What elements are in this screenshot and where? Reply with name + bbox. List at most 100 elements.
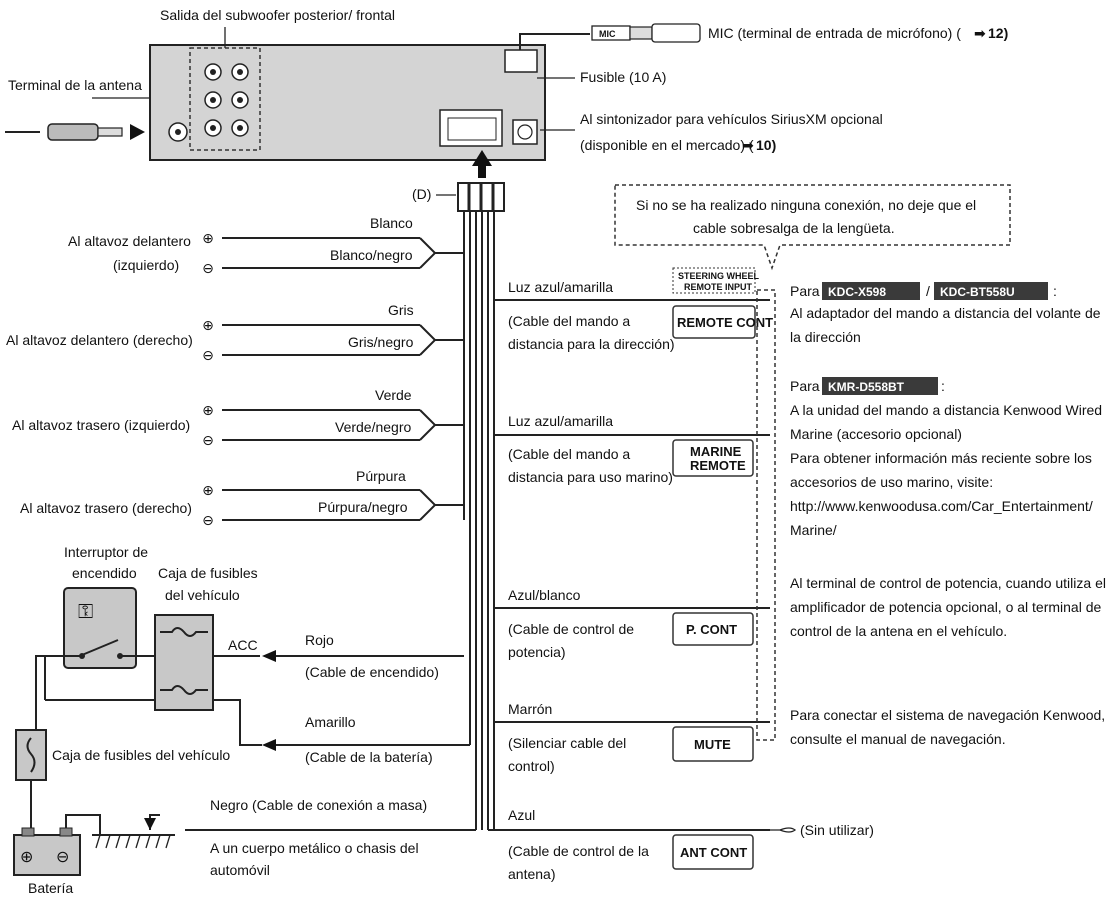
- wire-desc1: (Cable de control de: [508, 621, 634, 637]
- sirius-port: [512, 119, 538, 145]
- main-connector: [439, 109, 503, 147]
- callout-bubble: [614, 184, 1011, 271]
- plus-icon: ⊕: [202, 317, 214, 333]
- tag2: REMOTE: [690, 458, 746, 473]
- ignition-switch: ⚿: [63, 587, 137, 669]
- wire-desc2: distancia para la dirección): [508, 336, 675, 352]
- wire-color: Marrón: [508, 701, 552, 717]
- note4-line2: consulte el manual de navegación.: [790, 731, 1006, 747]
- speaker-label: Al altavoz trasero (derecho): [20, 500, 192, 516]
- tag: ANT CONT: [680, 845, 747, 860]
- note2-line4: accesorios de uso marino, visite:: [790, 474, 993, 490]
- rca-jacks: [204, 63, 249, 137]
- note1-para: Para: [790, 283, 820, 299]
- plus-icon: ⊕: [202, 482, 214, 498]
- speaker-label: Al altavoz trasero (izquierdo): [12, 417, 190, 433]
- red-wire-label: Rojo: [305, 632, 334, 648]
- wire-desc2: potencia): [508, 644, 566, 660]
- wire-desc2: control): [508, 758, 555, 774]
- speaker-label-2: (izquierdo): [113, 257, 179, 273]
- black-wire-label: Negro (Cable de conexión a masa): [210, 797, 427, 813]
- colon: :: [1053, 283, 1057, 299]
- note2-line6: Marine/: [790, 522, 837, 538]
- fusebox-label2: del vehículo: [165, 587, 240, 603]
- callout-line2: cable sobresalga de la lengüeta.: [693, 220, 895, 236]
- acc-label: ACC: [228, 637, 258, 653]
- callout-line1: Si no se ha realizado ninguna conexión, …: [636, 197, 976, 213]
- fusebox-label1: Caja de fusibles: [158, 565, 258, 581]
- remote-wire-marine: Luz azul/amarilla (Cable del mando a dis…: [494, 413, 770, 485]
- mic-ref-number: 12): [988, 25, 1008, 41]
- sirius-line2: (disponible en el mercado) (: [580, 137, 754, 153]
- speaker-front-left: ⊕ ⊖ Al altavoz delantero (izquierdo) Bla…: [68, 215, 464, 276]
- note5: (Sin utilizar): [800, 822, 874, 838]
- model-badge-3: KMR-D558BT: [828, 380, 905, 394]
- tag: REMOTE CONT: [677, 315, 773, 330]
- wire-harness: [463, 211, 495, 830]
- wire-desc2: antena): [508, 866, 555, 882]
- sirius-ref-icon: ➡: [742, 137, 754, 153]
- mic-tag: MIC: [599, 29, 616, 39]
- wire-desc1: (Cable de control de la: [508, 843, 649, 859]
- wire-plus-label: Blanco: [370, 215, 413, 231]
- ignition-label1: Interruptor de: [64, 544, 148, 560]
- note3-line2: amplificador de potencia opcional, o al …: [790, 599, 1102, 615]
- fusebox-2: [15, 729, 47, 781]
- battery-minus-icon: ⊖: [56, 849, 69, 866]
- note2-line3: Para obtener información más reciente so…: [790, 450, 1092, 466]
- minus-icon: ⊖: [202, 512, 214, 528]
- wire-color: Azul/blanco: [508, 587, 581, 603]
- note3-line1: Al terminal de control de potencia, cuan…: [790, 575, 1106, 591]
- wire-plus-label: Púrpura: [356, 468, 406, 484]
- up-arrow-icon: [472, 150, 492, 178]
- speaker-front-right: ⊕ ⊖ Al altavoz delantero (derecho) Gris …: [6, 302, 464, 363]
- remote-wire-steering: Luz azul/amarilla (Cable del mando a dis…: [494, 267, 773, 352]
- wire-minus-label: Púrpura/negro: [318, 499, 408, 515]
- down-arrow-icon: [144, 818, 156, 830]
- note3-line3: control de la antena en el vehículo.: [790, 623, 1007, 639]
- ignition-label2: encendido: [72, 565, 137, 581]
- plus-icon: ⊕: [202, 230, 214, 246]
- model-badge-1: KDC-X598: [828, 285, 886, 299]
- remote-wire-pcont: Azul/blanco (Cable de control de potenci…: [494, 587, 770, 660]
- mic-ref: ➡: [974, 25, 986, 41]
- plus-icon: ⊕: [202, 402, 214, 418]
- ground-desc2: automóvil: [210, 862, 270, 878]
- connector-d: [457, 182, 505, 212]
- tag: MARINE: [690, 444, 742, 459]
- wire-color: Luz azul/amarilla: [508, 413, 613, 429]
- speaker-rear-right: ⊕ ⊖ Al altavoz trasero (derecho) Púrpura…: [20, 468, 464, 528]
- wire-desc1: (Silenciar cable del: [508, 735, 626, 751]
- mic-plug-icon: MIC: [519, 23, 701, 50]
- yellow-wire-label: Amarillo: [305, 714, 356, 730]
- note4-line1: Para conectar el sistema de navegación K…: [790, 707, 1105, 723]
- speaker-label: Al altavoz delantero: [68, 233, 191, 249]
- note1-line1: Al adaptador del mando a distancia del v…: [790, 305, 1101, 321]
- key-icon: ⚿: [78, 601, 93, 623]
- colon2: :: [941, 378, 945, 394]
- wire-minus-label: Gris/negro: [348, 334, 414, 350]
- remote-wire-antcont: Azul (Cable de control de la antena) ANT…: [488, 807, 797, 882]
- mic-label: MIC (terminal de entrada de micrófono) (: [708, 25, 961, 41]
- connector-d-label: (D): [412, 186, 431, 202]
- battery-icon: ⊕ ⊖: [13, 827, 81, 876]
- wire-desc1: (Cable del mando a: [508, 446, 630, 462]
- left-arrow-icon: [262, 650, 276, 662]
- minus-icon: ⊖: [202, 432, 214, 448]
- wire-plus-label: Verde: [375, 387, 412, 403]
- fuse-slot: [504, 49, 538, 73]
- fuse-label: Fusible (10 A): [580, 69, 666, 85]
- battery-plus-icon: ⊕: [20, 849, 33, 866]
- note2-line2: Marine (accesorio opcional): [790, 426, 962, 442]
- head-unit: [149, 44, 546, 161]
- left-arrow-icon: [262, 739, 276, 751]
- wire-minus-label: Verde/negro: [335, 419, 411, 435]
- battery-label: Batería: [28, 880, 73, 896]
- antenna-label: Terminal de la antena: [8, 77, 142, 93]
- tag-top: STEERING WHEEL: [678, 271, 760, 281]
- note2-para: Para: [790, 378, 820, 394]
- wire-color: Azul: [508, 807, 535, 823]
- subwoofer-label: Salida del subwoofer posterior/ frontal: [160, 7, 395, 23]
- wire-minus-label: Blanco/negro: [330, 247, 413, 263]
- model-badge-2: KDC-BT558U: [940, 285, 1015, 299]
